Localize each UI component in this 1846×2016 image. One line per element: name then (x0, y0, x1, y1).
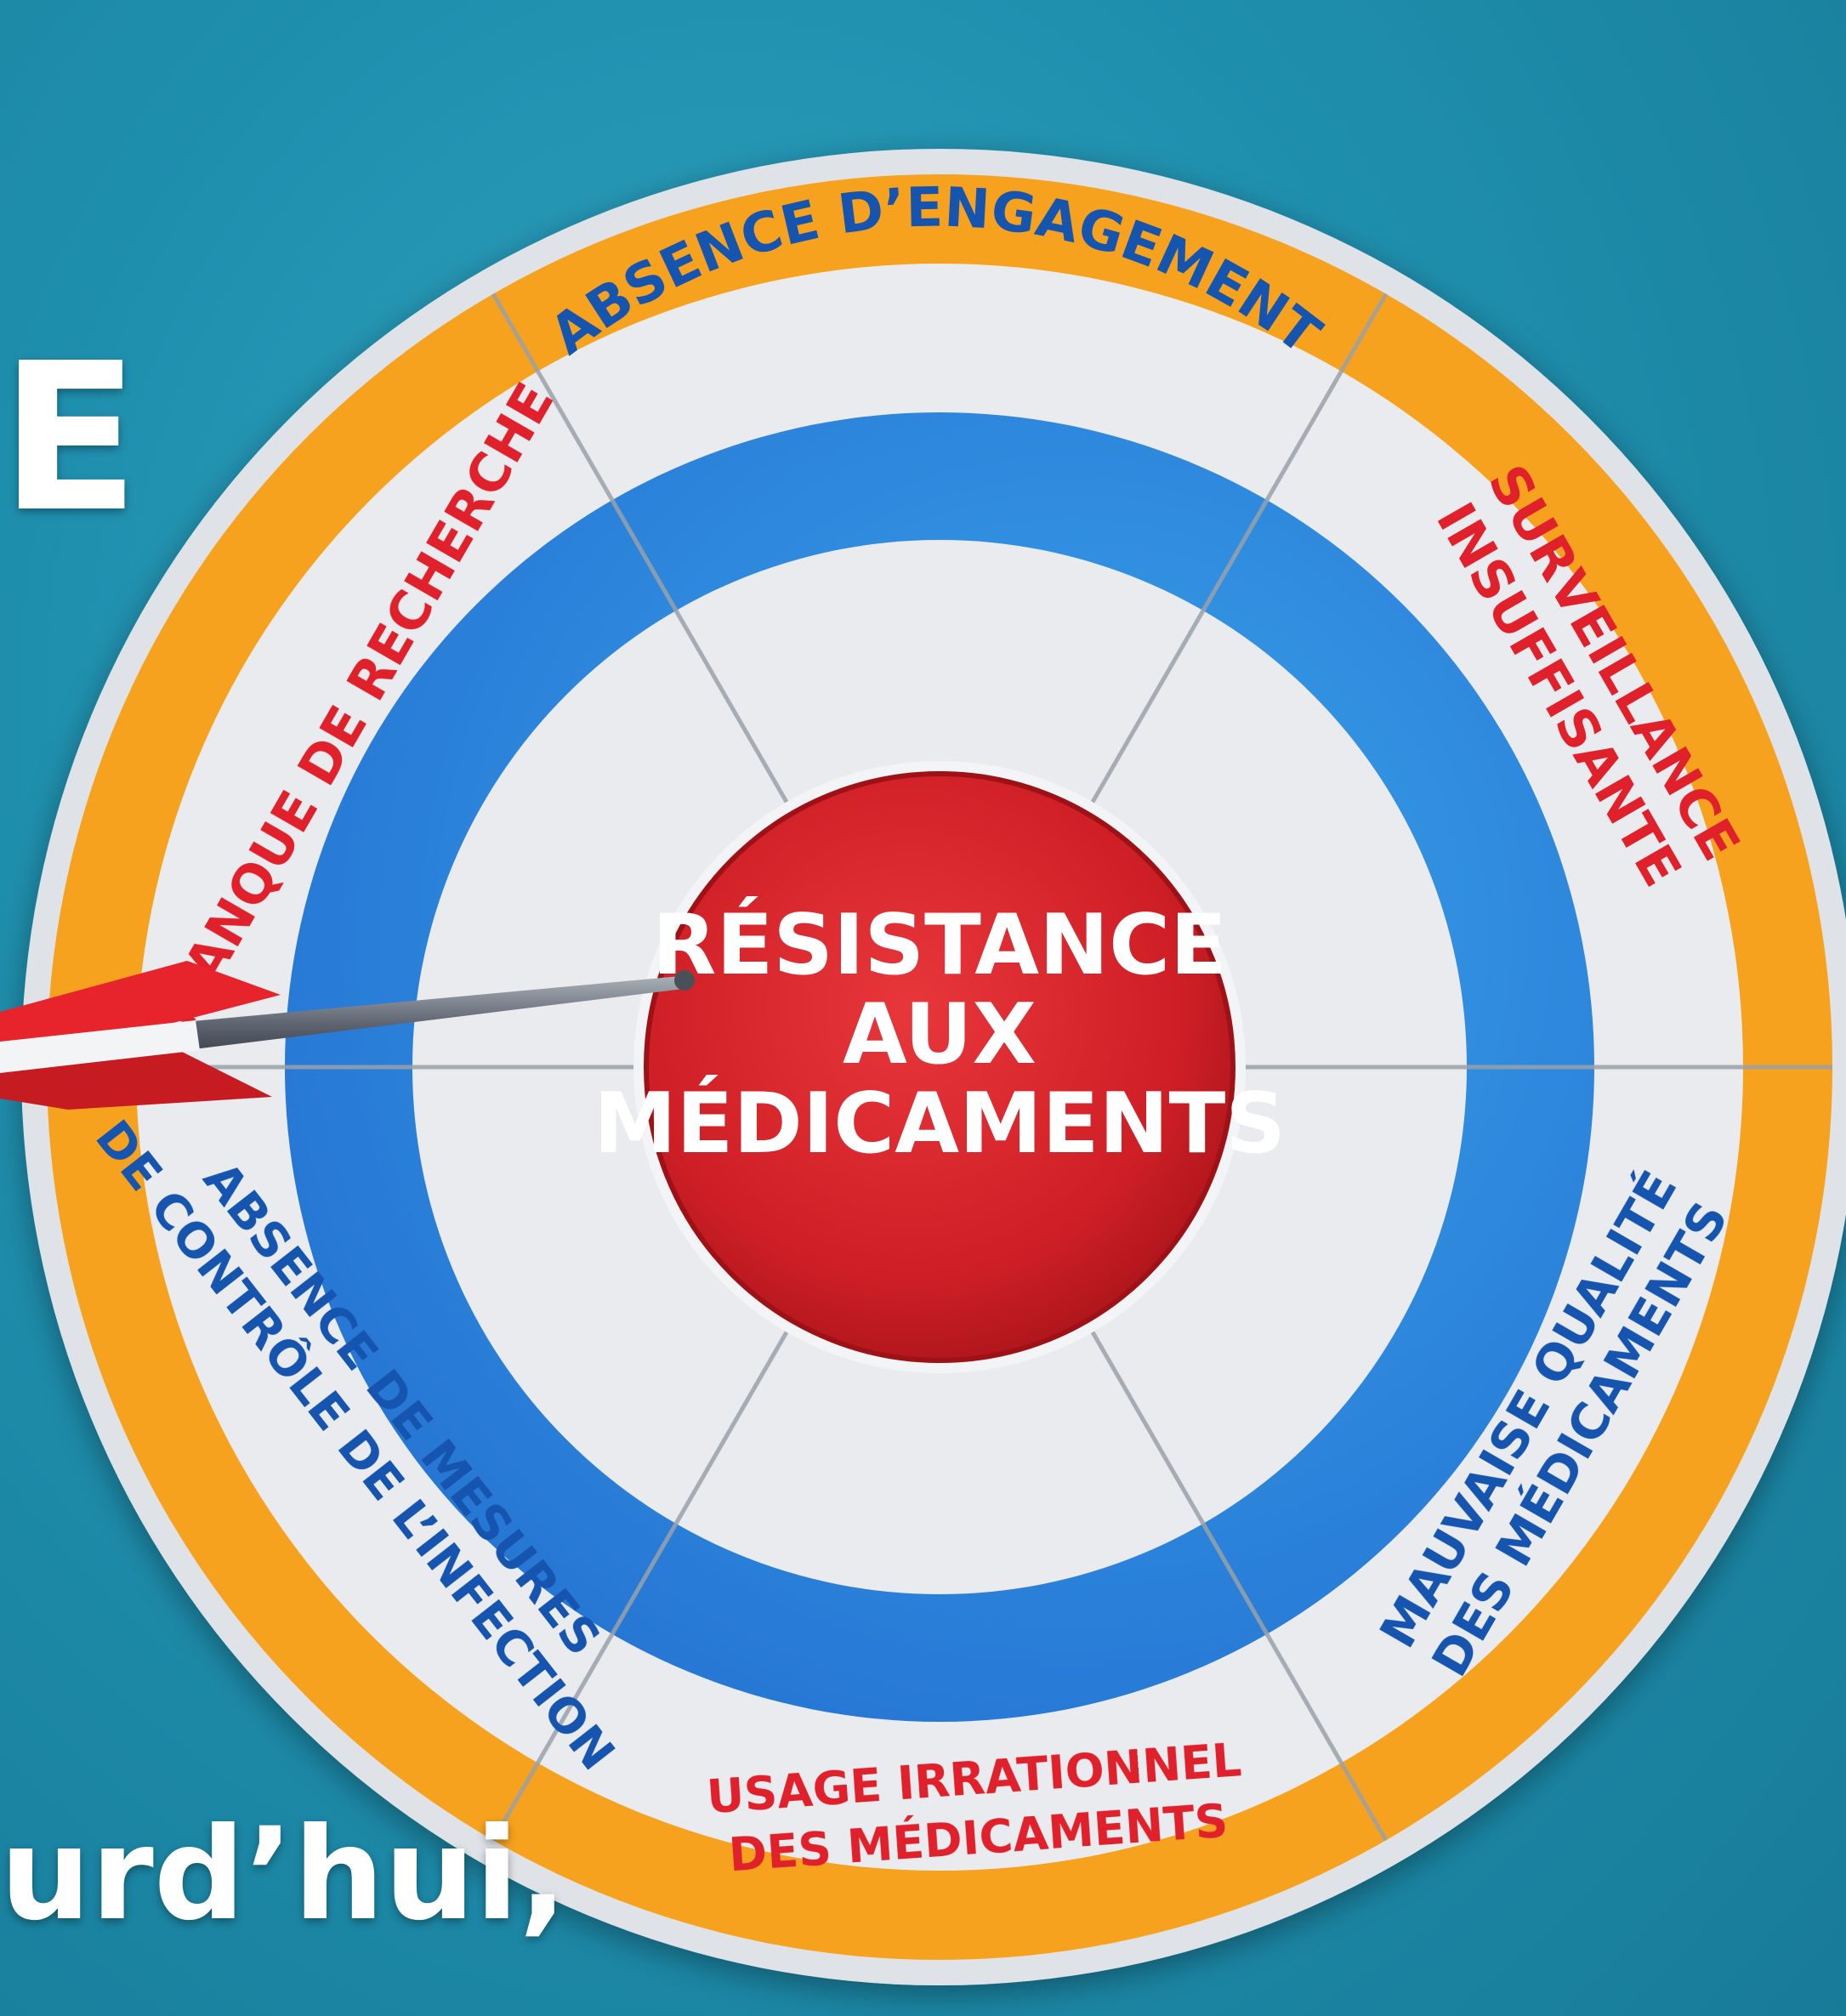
dart-flight (0, 961, 281, 1048)
center-label: RÉSISTANCE AUX MÉDICAMENTS (594, 896, 1286, 1173)
bullseye (633, 761, 1246, 1373)
dart-white-band (0, 1020, 200, 1073)
center-label-line-2: AUX (843, 986, 1037, 1083)
center-label-line-1: RÉSISTANCE (652, 896, 1227, 994)
dart (0, 961, 695, 1110)
dart-tip (674, 970, 695, 991)
center-label-line-3: MÉDICAMENTS (594, 1075, 1286, 1173)
cropped-text-line-1: urd’hui, (0, 1801, 568, 1949)
headline-letter: E (0, 319, 139, 557)
